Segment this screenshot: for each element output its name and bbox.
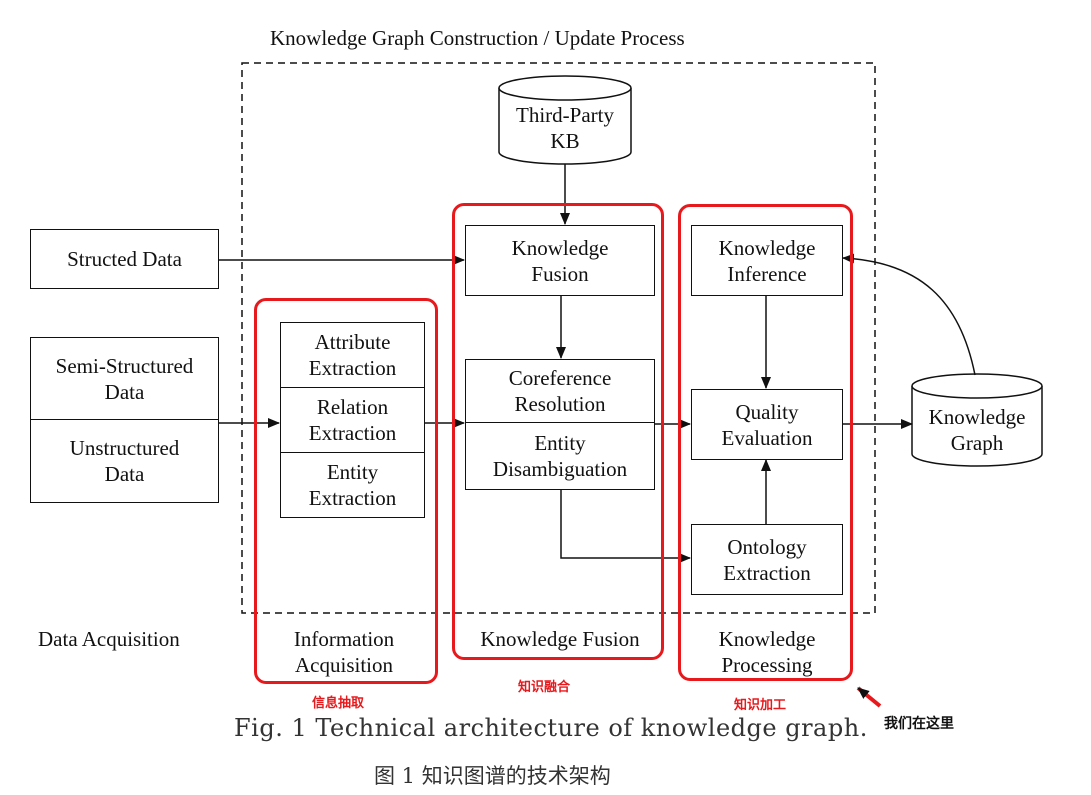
knowledge-processing-cn-label: 知识加工: [734, 698, 787, 713]
third-party-kb-cylinder: [498, 75, 632, 165]
arrow-graph-to-inference: [842, 253, 976, 376]
third-party-kb-label: Third-Party KB: [516, 103, 614, 153]
coreference-resolution-cell: Coreference Resolution: [466, 360, 654, 423]
structured-data-box: Structed Data: [30, 229, 219, 289]
knowledge-inference-box: Knowledge Inference: [691, 225, 843, 296]
knowledge-fusion-stage-label: Knowledge Fusion: [480, 627, 640, 651]
we-are-here-note: 我们在这里: [884, 716, 954, 732]
knowledge-fusion-box: Knowledge Fusion: [465, 225, 655, 296]
highlight-information-acquisition: [254, 298, 438, 684]
highlight-knowledge-fusion: [452, 203, 664, 660]
knowledge-fusion-box-label: Knowledge Fusion: [511, 235, 609, 286]
quality-evaluation-label: Quality Evaluation: [721, 399, 813, 450]
caption-chinese: 图 1 知识图谱的技术架构: [374, 764, 611, 788]
caption-english: Fig. 1 Technical architecture of knowled…: [234, 714, 868, 742]
knowledge-graph-cylinder: [911, 373, 1043, 467]
ontology-extraction-box: Ontology Extraction: [691, 524, 843, 595]
semi-structured-data-label: Semi-Structured Data: [31, 338, 218, 420]
relation-extraction-cell: Relation Extraction: [281, 388, 424, 453]
knowledge-graph-label: Knowledge Graph: [928, 405, 1026, 455]
semi-unstructured-box: Semi-Structured Data Unstructured Data: [30, 337, 219, 503]
extraction-stack: Attribute Extraction Relation Extraction…: [280, 322, 425, 518]
knowledge-inference-label: Knowledge Inference: [718, 235, 816, 286]
highlight-knowledge-processing: [678, 204, 853, 681]
attribute-extraction-cell: Attribute Extraction: [281, 323, 424, 388]
knowledge-processing-label: Knowledge Processing: [718, 627, 816, 677]
info-extraction-cn-label: 信息抽取: [312, 696, 365, 711]
arrow-disambiguation-to-ontology: [560, 490, 691, 563]
entity-disambiguation-cell: Entity Disambiguation: [492, 431, 628, 481]
process-boundary: [241, 62, 876, 614]
structured-data-label: Structed Data: [67, 247, 182, 271]
diagram-title: Knowledge Graph Construction / Update Pr…: [270, 26, 685, 50]
ontology-extraction-label: Ontology Extraction: [723, 534, 811, 585]
unstructured-data-label: Unstructured Data: [69, 436, 180, 486]
red-pointer-arrow: [856, 686, 882, 708]
entity-extraction-cell: Entity Extraction: [308, 460, 397, 510]
data-acquisition-label: Data Acquisition: [38, 627, 180, 651]
knowledge-fusion-cn-label: 知识融合: [518, 680, 571, 695]
information-acquisition-label: Information Acquisition: [293, 627, 395, 677]
coreference-disambiguation-box: Coreference Resolution Entity Disambigua…: [465, 359, 655, 490]
quality-evaluation-box: Quality Evaluation: [691, 389, 843, 460]
